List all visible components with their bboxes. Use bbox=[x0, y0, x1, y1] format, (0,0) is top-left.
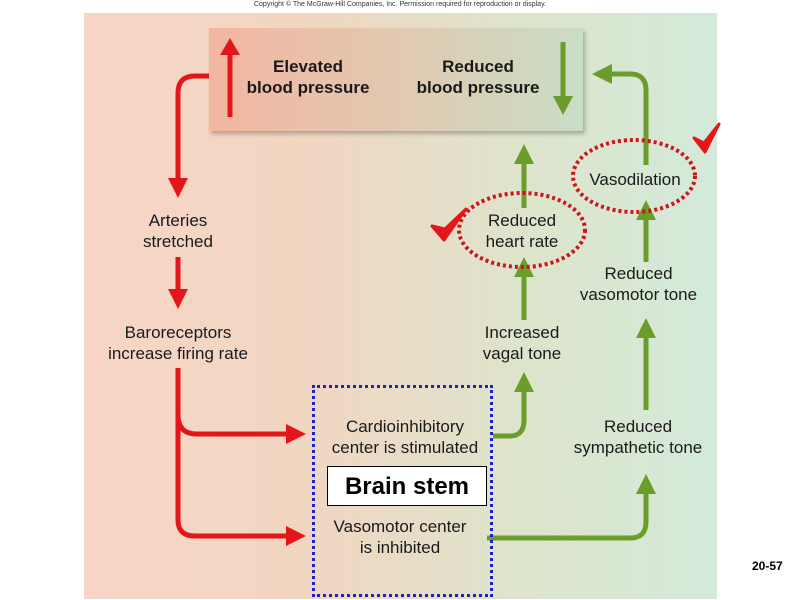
down-arrow-icon bbox=[553, 42, 573, 115]
brain-stem-label: Brain stem bbox=[327, 466, 487, 506]
checkmark-icon bbox=[430, 207, 468, 242]
green-feedback-path bbox=[487, 64, 656, 541]
up-arrow-icon bbox=[220, 38, 240, 117]
heart-rate-highlight bbox=[457, 191, 587, 269]
slide-number: 20-57 bbox=[752, 559, 783, 573]
copyright-notice: Copyright © The McGraw-Hill Companies, I… bbox=[253, 1, 546, 8]
vasodilation-highlight bbox=[571, 138, 697, 214]
checkmark-icon bbox=[692, 122, 721, 154]
vasodilation-label: Vasodilation bbox=[589, 170, 681, 189]
red-feedback-path bbox=[168, 73, 306, 546]
brain-stem-region bbox=[312, 385, 493, 597]
blood-pressure-box bbox=[209, 28, 583, 131]
